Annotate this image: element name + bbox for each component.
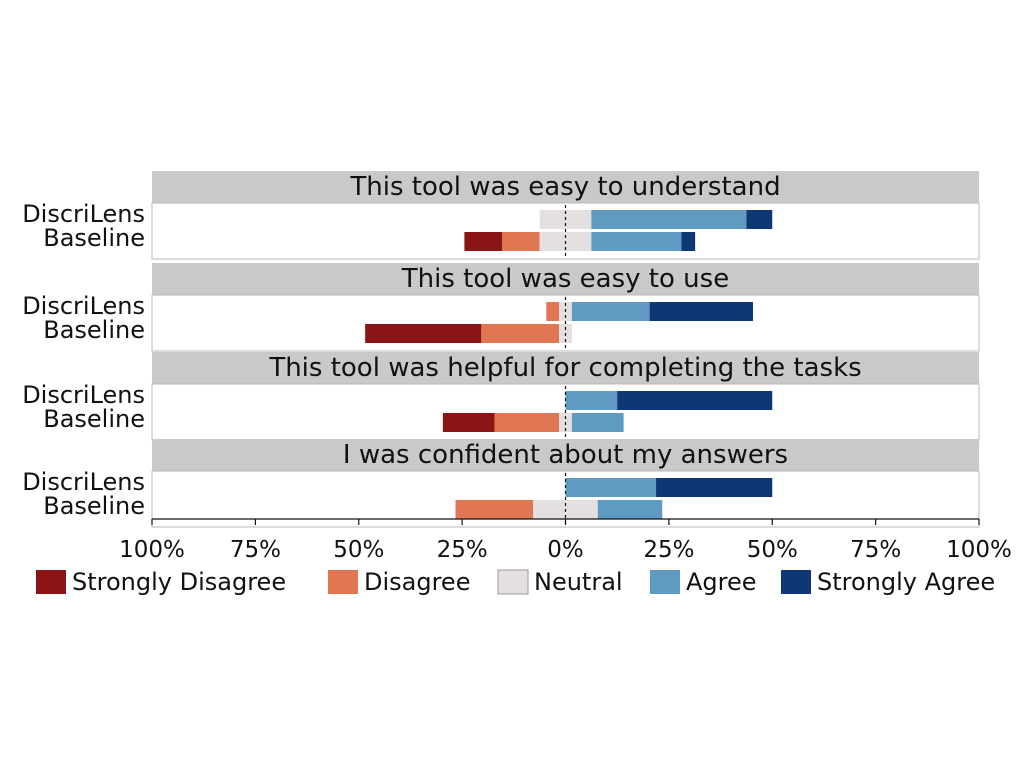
row-label: Baseline [43,405,145,433]
legend-swatch [497,569,529,595]
bar-disagree [481,324,560,343]
panel-header [152,352,979,384]
row-label: Baseline [43,316,145,344]
x-tick-label: 50% [747,537,798,563]
legend-label: Strongly Agree [817,568,995,596]
bar-strongly-disagree [442,413,495,432]
bar-disagree [502,232,540,251]
x-tick-label: 75% [850,537,901,563]
row-label: DiscriLens [22,292,145,320]
bar-strongly-agree [649,302,754,321]
panel-title: This tool was easy to use [401,264,729,294]
bar-strongly-agree [656,478,773,497]
legend-label: Disagree [364,568,470,596]
bar-disagree [455,500,534,519]
x-tick-label: 50% [333,537,384,563]
bar-disagree [494,413,560,432]
panel-header [152,439,979,471]
bar-strongly-agree [746,210,773,229]
row-label: Baseline [43,492,145,520]
bar-agree [571,413,624,432]
bar-agree [565,478,657,497]
row-label: DiscriLens [22,468,145,496]
legend-swatch [36,570,66,594]
x-tick-label: 100% [946,537,1012,563]
panel-header [152,171,979,203]
bar-agree [565,391,618,410]
legend-swatch [781,570,811,594]
bar-agree [591,232,682,251]
row-label: DiscriLens [22,200,145,228]
panel-title: This tool was easy to understand [349,172,780,202]
row-label: Baseline [43,224,145,252]
panel-title: I was confident about my answers [343,440,788,470]
legend-label: Strongly Disagree [72,568,286,596]
legend-swatch [328,570,358,594]
bar-strongly-disagree [464,232,503,251]
bar-disagree [546,302,560,321]
bar-strongly-disagree [365,324,482,343]
x-tick-label: 25% [643,537,694,563]
x-tick-label: 25% [437,537,488,563]
bar-strongly-agree [617,391,773,410]
legend-label: Neutral [534,568,623,596]
bar-agree [591,210,747,229]
x-tick-label: 0% [547,537,584,563]
panel-header [152,263,979,295]
legend-swatch [650,570,680,594]
legend-label: Agree [686,568,757,596]
x-tick-label: 100% [119,537,185,563]
panel-title: This tool was helpful for completing the… [268,353,861,383]
bar-agree [597,500,663,519]
row-label: DiscriLens [22,381,145,409]
bar-agree [571,302,650,321]
x-tick-label: 75% [230,537,281,563]
bar-strongly-agree [681,232,696,251]
